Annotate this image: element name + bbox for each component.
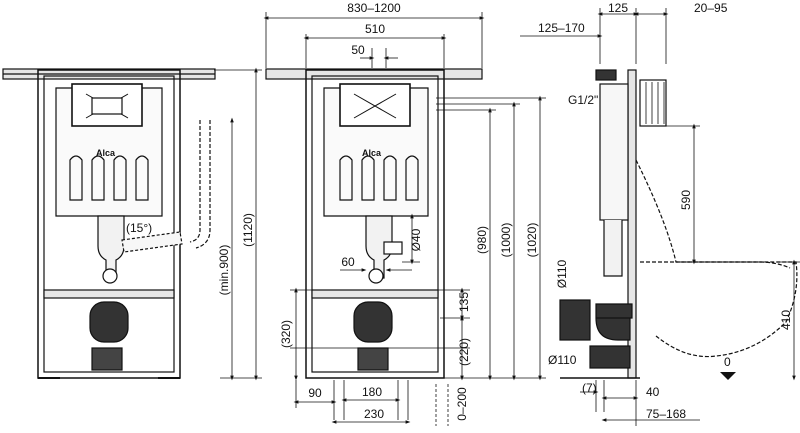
dim-width-range: 830–1200 <box>347 1 401 15</box>
side-view <box>559 69 798 379</box>
dim-125: 125 <box>608 1 628 15</box>
dim-7: (7) <box>582 381 597 395</box>
thread-label: G1/2" <box>568 93 598 107</box>
dim-75-168: 75–168 <box>646 407 686 421</box>
dim-inlet-offset: 50 <box>351 43 365 57</box>
dim-outlet-dia: Ø40 <box>409 228 423 251</box>
dim-height-220: (220) <box>457 338 471 366</box>
dim-height-1000: (1000) <box>499 223 513 258</box>
dim-dia-110-b: Ø110 <box>548 353 577 367</box>
dim-20-95: 20–95 <box>694 1 728 15</box>
drain-elbow <box>595 303 633 341</box>
frame-outline <box>37 69 181 379</box>
dim-180: 180 <box>362 385 382 399</box>
dim-230: 230 <box>364 407 384 421</box>
dim-leg-135: 135 <box>457 292 471 312</box>
pipe-angle-label: (15°) <box>126 221 152 235</box>
flush-plate-opening-b <box>339 83 411 127</box>
brand-label-b: Alca <box>362 148 382 158</box>
side-cistern <box>599 83 629 221</box>
dim-height-1120: (1120) <box>241 213 255 247</box>
flush-valve-housing <box>639 79 667 127</box>
dim-floor-adj: 0–200 <box>455 387 469 421</box>
zero-level-label: 0 <box>724 355 731 369</box>
dim-outlet-offset: 60 <box>341 255 355 269</box>
dim-height-980: (980) <box>475 226 489 254</box>
dim-590: 590 <box>679 190 693 210</box>
front-view-b <box>265 68 483 379</box>
top-rail-b <box>265 68 483 80</box>
dim-height-320: (320) <box>279 320 293 348</box>
dim-frame-width: 510 <box>365 22 385 36</box>
zero-level-marker <box>720 372 736 380</box>
wc-bowl <box>635 159 798 358</box>
wc-outlet <box>89 301 129 343</box>
dim-height-1020: (1020) <box>525 223 539 258</box>
dim-40: 40 <box>646 385 660 399</box>
brand-label-a: Alca <box>96 148 116 158</box>
dim-dia-110-a: Ø110 <box>555 259 569 288</box>
front-view-a <box>2 68 216 379</box>
dim-410: 410 <box>779 310 793 330</box>
dim-125-170: 125–170 <box>538 21 585 35</box>
dim-height-min-900: (min.900) <box>217 245 231 296</box>
dim-90: 90 <box>308 386 322 400</box>
angled-pipe <box>121 231 183 253</box>
